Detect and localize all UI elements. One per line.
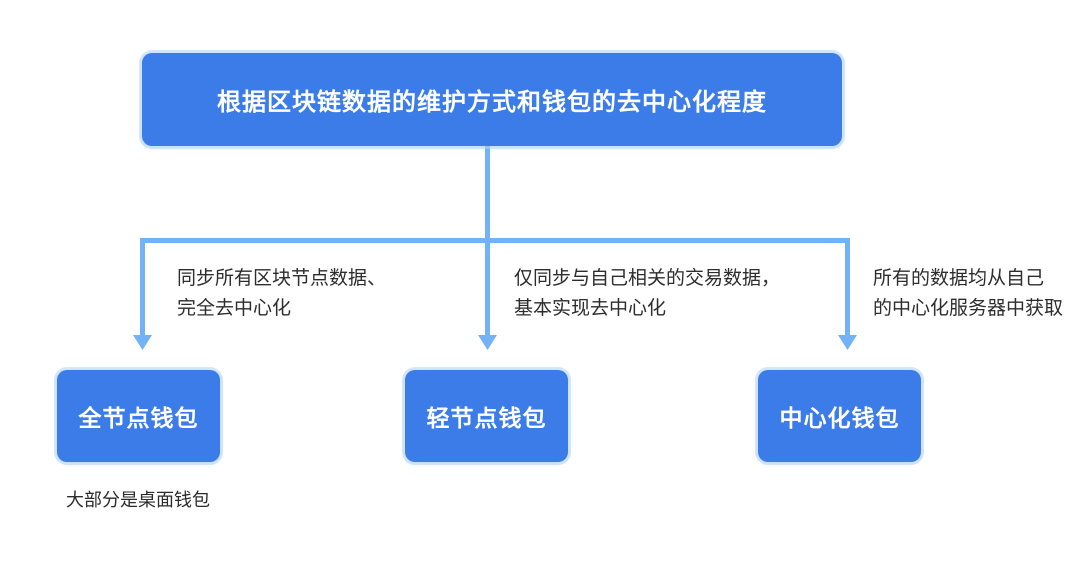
arrowhead-right-icon (838, 335, 857, 350)
annotation-line: 所有的数据均从自己 (873, 268, 1045, 289)
node-light-node-wallet: 轻节点钱包 (405, 370, 568, 462)
branch-annotation-full-node: 同步所有区块节点数据、 完全去中心化 (177, 264, 386, 324)
arrowhead-center-icon (478, 335, 497, 350)
annotation-line: 基本实现去中心化 (514, 298, 667, 319)
node-label: 全节点钱包 (78, 405, 199, 431)
annotation-line: 仅同步与自己相关的交易数据， (514, 268, 781, 289)
branch-annotation-light-node: 仅同步与自己相关的交易数据， 基本实现去中心化 (514, 264, 780, 324)
root-node: 根据区块链数据的维护方式和钱包的去中心化程度 (142, 53, 842, 146)
node-label: 中心化钱包 (779, 405, 900, 431)
footnote: 大部分是桌面钱包 (66, 490, 210, 510)
arrowhead-left-icon (133, 335, 152, 350)
annotation-line: 同步所有区块节点数据、 (177, 268, 387, 289)
branch-annotation-centralized: 所有的数据均从自己 的中心化服务器中获取 (873, 264, 1063, 324)
node-label: 轻节点钱包 (426, 405, 547, 431)
node-centralized-wallet: 中心化钱包 (758, 370, 921, 462)
annotation-line: 的中心化服务器中获取 (873, 298, 1064, 319)
root-node-label: 根据区块链数据的维护方式和钱包的去中心化程度 (217, 89, 767, 116)
node-full-node-wallet: 全节点钱包 (57, 370, 220, 462)
annotation-line: 完全去中心化 (177, 298, 292, 319)
